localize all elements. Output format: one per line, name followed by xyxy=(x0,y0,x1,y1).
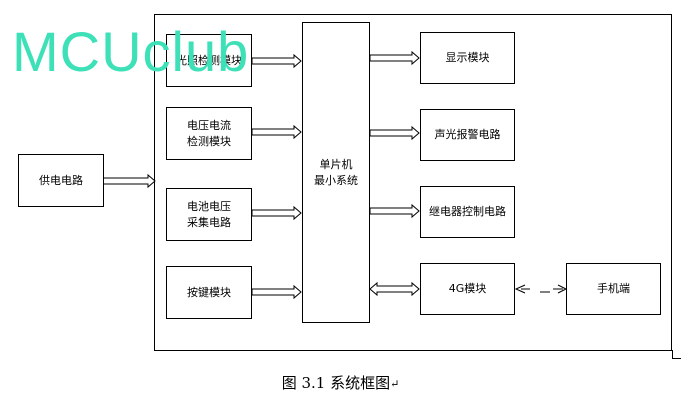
paragraph-mark xyxy=(672,350,681,359)
display-module-block: 显示模块 xyxy=(420,32,515,84)
watermark-text: MCUclub xyxy=(12,20,250,83)
mcu-label-line2: 最小系统 xyxy=(314,173,358,187)
display-module-label: 显示模块 xyxy=(445,51,490,64)
arrow-mcu-to-display xyxy=(369,50,420,66)
wireless-link xyxy=(514,284,568,294)
arrow-battery-to-mcu xyxy=(251,205,302,221)
alarm-circuit-label: 声光报警电路 xyxy=(434,128,501,141)
arrow-mcu-to-relay xyxy=(369,203,420,219)
key-module-label: 按键模块 xyxy=(187,285,231,299)
g4-module-block: 4G模块 xyxy=(420,263,515,315)
power-supply-block: 供电电路 xyxy=(18,154,104,207)
battery-voltage-block: 电池电压 采集电路 xyxy=(166,188,252,241)
relay-control-block: 继电器控制电路 xyxy=(420,186,515,238)
mcu-label-line1: 单片机 xyxy=(319,157,353,171)
mcu-block: 单片机 最小系统 xyxy=(302,22,370,323)
arrow-mcu-to-4g xyxy=(369,281,420,297)
battery-voltage-label-line1: 电池电压 xyxy=(187,199,231,213)
current-detect-label-line1: 电压电流 xyxy=(187,118,231,132)
light-detect-block: 光照检测模块 xyxy=(166,34,252,87)
battery-voltage-label-line2: 采集电路 xyxy=(187,215,231,229)
current-detect-block: 电压电流 检测模块 xyxy=(166,107,252,160)
relay-control-label: 继电器控制电路 xyxy=(429,205,506,218)
g4-module-label: 4G模块 xyxy=(448,282,487,295)
return-mark-icon: ↵ xyxy=(390,377,400,391)
arrow-mcu-to-alarm xyxy=(369,125,420,141)
arrow-light-to-mcu xyxy=(251,53,302,69)
key-module-block: 按键模块 xyxy=(166,266,252,319)
phone-block: 手机端 xyxy=(566,263,661,315)
arrow-current-to-mcu xyxy=(251,124,302,140)
alarm-circuit-block: 声光报警电路 xyxy=(420,109,515,161)
current-detect-label-line2: 检测模块 xyxy=(187,134,231,148)
figure-caption-text: 图 3.1 系统框图 xyxy=(281,374,391,392)
arrow-power-to-system xyxy=(102,173,156,189)
power-supply-label: 供电电路 xyxy=(39,173,83,187)
phone-label: 手机端 xyxy=(597,282,630,295)
arrow-keys-to-mcu xyxy=(251,284,302,300)
figure-caption: 图 3.1 系统框图↵ xyxy=(0,372,681,393)
light-detect-label: 光照检测模块 xyxy=(176,53,242,67)
